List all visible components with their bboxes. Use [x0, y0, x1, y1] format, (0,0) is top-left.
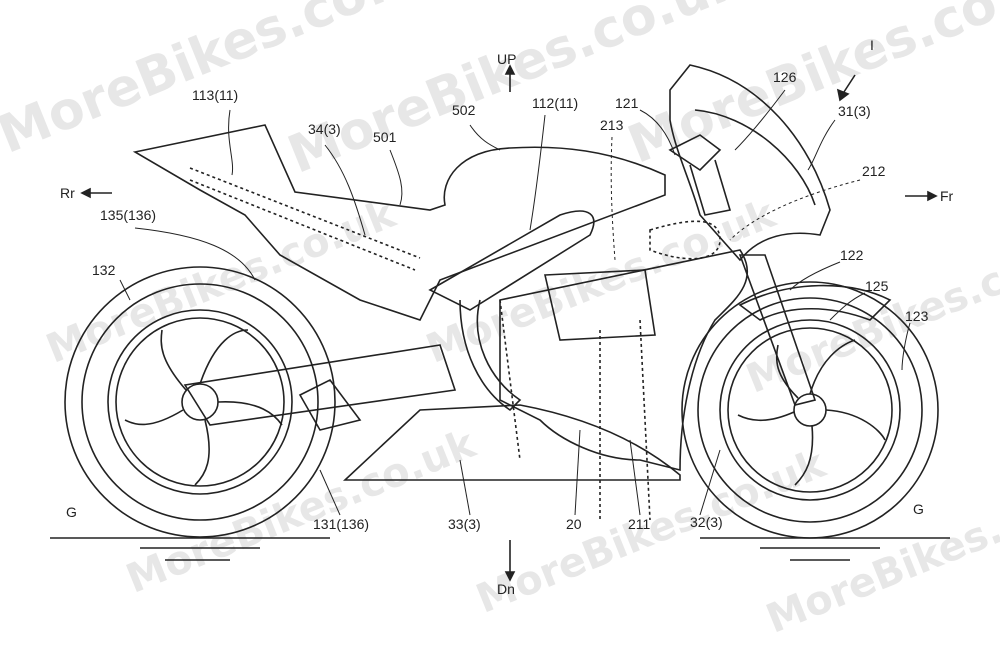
ground-label-rear: G	[66, 504, 77, 520]
front-cowl	[669, 64, 831, 262]
up-direction-label: UP	[497, 51, 517, 67]
ref-label: 212	[862, 163, 886, 179]
ref-label: 121	[615, 95, 639, 111]
reference-mark: I	[870, 37, 874, 53]
tail-cowl	[132, 124, 666, 321]
ref-label: 213	[600, 117, 624, 133]
ref-label: 135(136)	[100, 207, 157, 223]
ref-label: 31(3)	[838, 103, 871, 119]
ref-label: 112(11)	[532, 95, 579, 111]
ref-label: 502	[452, 102, 476, 118]
ref-label: 125	[865, 278, 889, 294]
ref-label: 131(136)	[313, 516, 370, 532]
front-fork	[738, 254, 817, 406]
ref-label: 126	[773, 69, 797, 85]
ref-label: 20	[566, 516, 582, 532]
handlebar	[668, 134, 732, 216]
swingarm	[183, 344, 457, 426]
side-fairing	[499, 249, 748, 472]
ref-label: 211	[628, 516, 651, 532]
ref-label: 33(3)	[448, 516, 481, 532]
ref-label: 122	[840, 247, 864, 263]
ref-label: 501	[373, 129, 397, 145]
down-direction-label: Dn	[497, 581, 515, 597]
under-cowl	[342, 404, 681, 481]
fuel-tank-frame	[428, 210, 595, 311]
ref-label: 132	[92, 262, 116, 278]
leader-lines	[119, 89, 911, 516]
ref-label: 123	[905, 308, 929, 324]
ref-label: 32(3)	[690, 514, 723, 530]
ref-label: 34(3)	[308, 121, 341, 137]
ref-label: 113(11)	[192, 87, 239, 103]
front-direction-label: Fr	[940, 188, 954, 204]
rear-direction-label: Rr	[60, 185, 75, 201]
direction-arrows	[80, 64, 938, 582]
rear-wheel	[64, 266, 336, 538]
ground-lines	[50, 537, 950, 561]
ground-label-front: G	[913, 501, 924, 517]
front-fender	[738, 284, 892, 321]
front-wheel	[681, 281, 939, 539]
